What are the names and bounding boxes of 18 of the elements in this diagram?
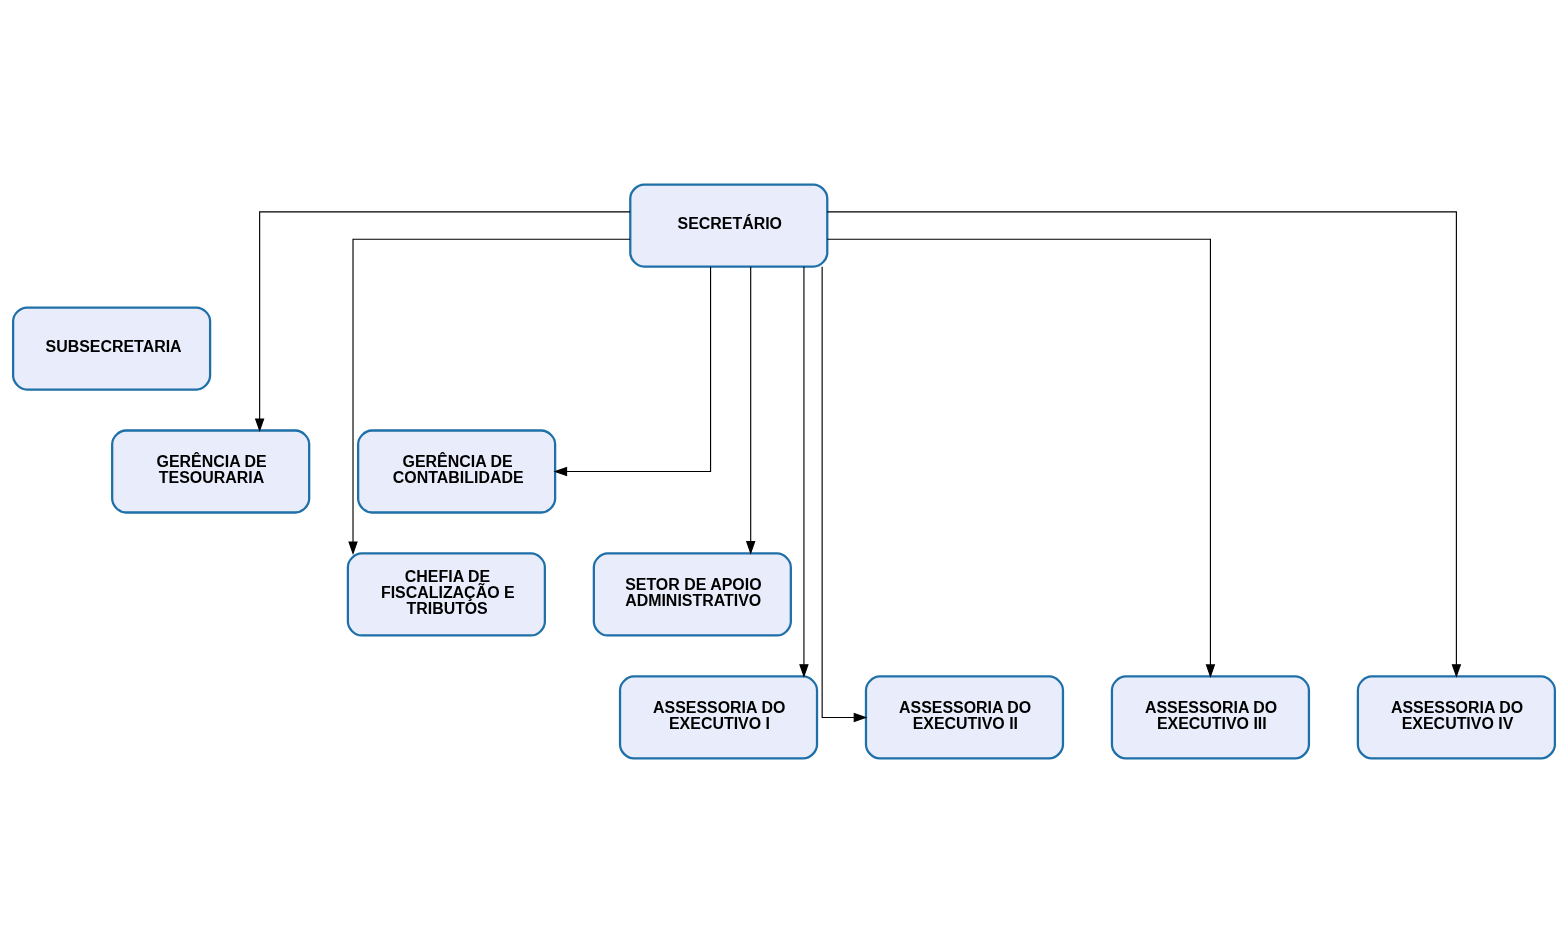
node-box: SETOR DE APOIO ADMINISTRATIVO: [592, 552, 792, 637]
arrow: [348, 238, 631, 556]
arrow: [826, 238, 1216, 678]
node-box: ASSESSORIA DO EXECUTIVO II: [864, 675, 1065, 760]
node-box: CHEFIA DE FISCALIZAÇÃO E TRIBUTOS: [346, 552, 546, 637]
arrow: [799, 266, 809, 678]
node-box: ASSESSORIA DO EXECUTIVO IV: [1356, 675, 1557, 760]
arrow: [254, 211, 631, 433]
node-box: ASSESSORIA DO EXECUTIVO I: [618, 675, 819, 760]
arrow: [821, 266, 868, 723]
node-box: GERÊNCIA DE CONTABILIDADE: [357, 429, 557, 514]
arrow: [826, 211, 1462, 678]
node-box: SECRETÁRIO: [629, 183, 829, 268]
node-box: SUBSECRETARIA: [11, 306, 212, 391]
arrow: [553, 266, 712, 477]
node-box: GERÊNCIA DE TESOURARIA: [111, 429, 311, 514]
arrow: [745, 266, 756, 555]
node-box: ASSESSORIA DO EXECUTIVO III: [1110, 675, 1311, 760]
